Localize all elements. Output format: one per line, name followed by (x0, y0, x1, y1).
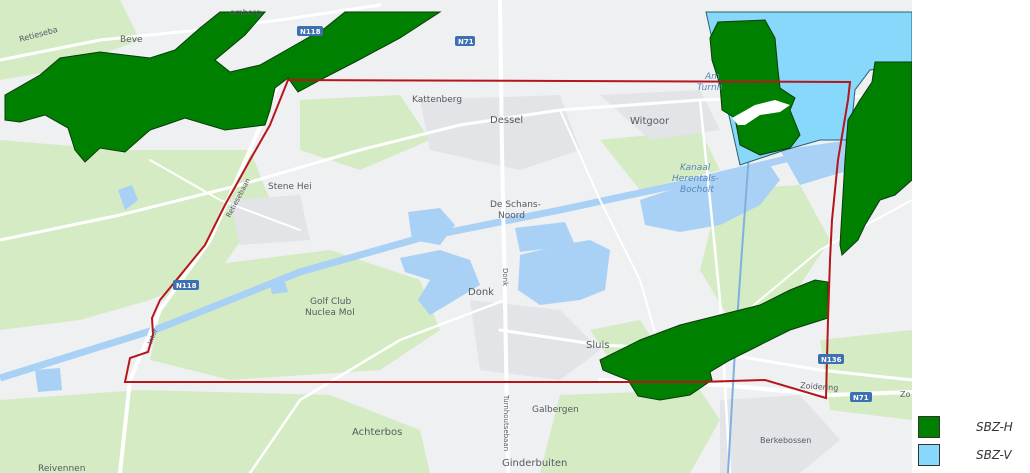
label-de-schans-noord-1: De Schans- (490, 200, 541, 210)
road-shield-n118: N118 (297, 26, 323, 36)
label-dessel: Dessel (490, 115, 523, 126)
label-donk: Donk (468, 287, 494, 298)
inlet-water (732, 100, 790, 125)
label-lomberg: omberg (230, 8, 261, 17)
label-golf-club-2: Nuclea Mol (305, 308, 355, 318)
label-kattenberg: Kattenberg (412, 95, 462, 105)
label-turnh: Turnh (697, 83, 723, 93)
map-canvas: Dessel Witgoor Kattenberg Stene Hei De S… (0, 0, 912, 473)
label-kanaal-2: Herentals- (672, 174, 719, 184)
label-bever: Beve (120, 35, 143, 45)
svg-text:N136: N136 (821, 356, 842, 364)
sbz-h-areas (4, 11, 912, 401)
legend-label-sbz-v: SBZ-V (976, 448, 1012, 462)
label-donk-street: Donk (501, 268, 509, 287)
svg-text:N71: N71 (458, 38, 474, 46)
legend-item-sbz-h: SBZ-H (918, 416, 1030, 440)
study-area-boundary (123, 78, 852, 400)
road-shield-n136: N136 (818, 354, 844, 364)
svg-text:N118: N118 (176, 282, 197, 290)
label-sluis: Sluis (586, 340, 609, 351)
map-view[interactable]: Dessel Witgoor Kattenberg Stene Hei De S… (0, 0, 912, 473)
label-ginderbuiten: Ginderbuiten (502, 458, 567, 469)
label-witgoor: Witgoor (630, 116, 670, 127)
green-areas (0, 0, 912, 473)
sbz-v-swatch (918, 444, 940, 466)
road-shield-n71-top: N71 (455, 36, 475, 46)
road-shield-n118-left: N118 (173, 280, 199, 290)
svg-text:N71: N71 (853, 394, 869, 402)
label-zoidering: Zoidering (800, 381, 839, 393)
svg-text:N118: N118 (300, 28, 321, 36)
label-achterbos: Achterbos (352, 427, 402, 438)
railway (727, 139, 751, 473)
legend-label-sbz-h: SBZ-H (976, 420, 1013, 434)
sbz-h-swatch (918, 416, 940, 438)
label-kanaal-1: Kanaal (680, 163, 711, 173)
label-turnhoutsebaan: Turnhoutsebaan (502, 394, 510, 451)
road-shield-n71-bottom: N71 (850, 392, 872, 402)
label-reivennen: Reivennen (38, 464, 85, 473)
label-kanaal-3: Bocholt (680, 185, 714, 195)
canal (0, 128, 912, 382)
legend-item-sbz-v: SBZ-V (918, 444, 1030, 468)
label-berkebossen: Berkebossen (760, 436, 811, 445)
label-zo: Zo (900, 390, 910, 399)
label-de-schans-noord-2: Noord (498, 211, 525, 221)
label-stene-hei: Stene Hei (268, 182, 312, 192)
label-golf-club-1: Golf Club (310, 297, 351, 307)
urban-areas (230, 90, 840, 473)
label-am: Am (704, 72, 720, 82)
label-galbergen: Galbergen (532, 405, 579, 415)
